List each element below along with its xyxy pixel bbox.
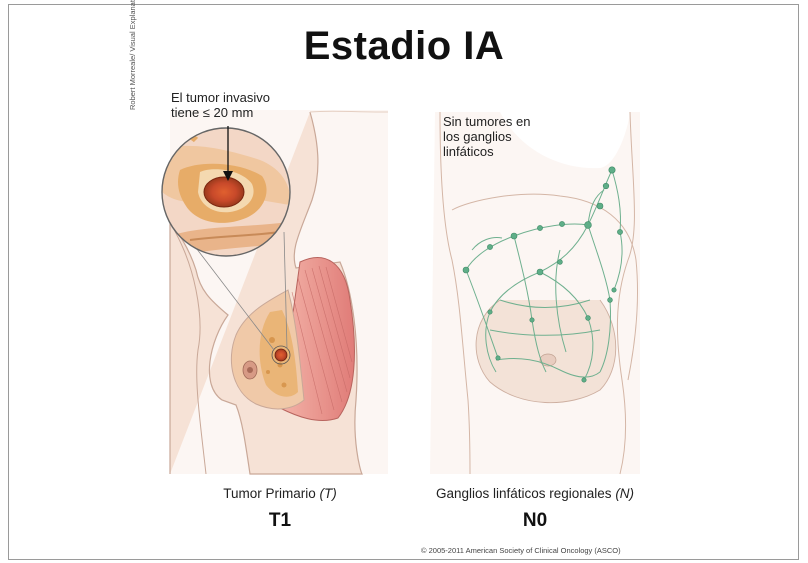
primary-tumor-caption: Tumor Primario (T) <box>170 486 390 501</box>
lymph-callout-line-1: Sin tumores en <box>443 114 530 129</box>
primary-tumor-caption-code: (T) <box>320 486 337 501</box>
primary-tumor-caption-text: Tumor Primario <box>223 486 316 501</box>
regional-nodes-caption-text: Ganglios linfáticos regionales <box>436 486 612 501</box>
tumor-callout-line-1: El tumor invasivo <box>171 90 270 105</box>
regional-nodes-caption-code: (N) <box>615 486 634 501</box>
lymph-callout-line-2: los ganglios <box>443 129 530 144</box>
tumor-callout-line-2: tiene ≤ 20 mm <box>171 105 270 120</box>
regional-nodes-caption: Ganglios linfáticos regionales (N) <box>400 486 670 501</box>
node-stage-code: N0 <box>400 510 670 532</box>
lymph-callout-line-3: linfáticos <box>443 144 530 159</box>
tumor-stage-code: T1 <box>170 510 390 532</box>
lymph-node-callout: Sin tumores en los ganglios linfáticos <box>443 114 530 159</box>
tumor-size-callout: El tumor invasivo tiene ≤ 20 mm <box>171 90 270 120</box>
copyright-notice: © 2005-2011 American Society of Clinical… <box>421 546 621 555</box>
